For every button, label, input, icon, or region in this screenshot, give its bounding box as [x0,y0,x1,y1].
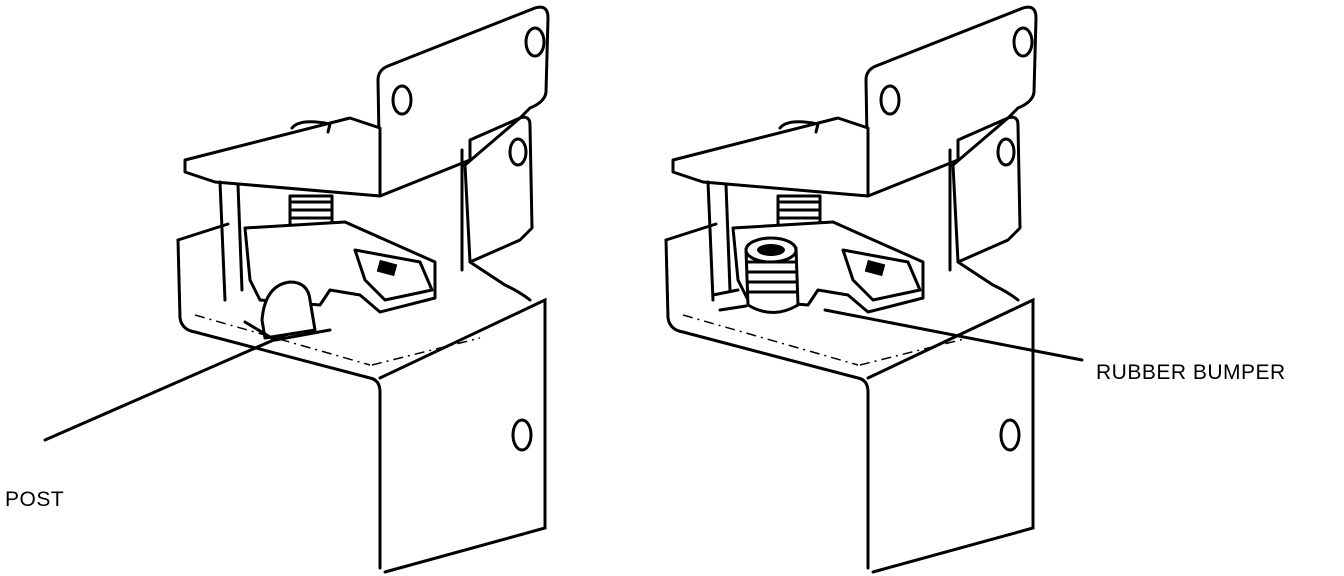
bumper-leader-line [823,308,1084,362]
rubber-bumper-label: RUBBER BUMPER [1096,361,1286,384]
post-label: POST [5,488,65,511]
hinge-with-post [43,5,550,574]
hinge-with-rubber-bumper [664,5,1038,574]
rubber-bumper [744,236,800,314]
post [260,280,317,340]
post-leader-line [43,333,287,442]
